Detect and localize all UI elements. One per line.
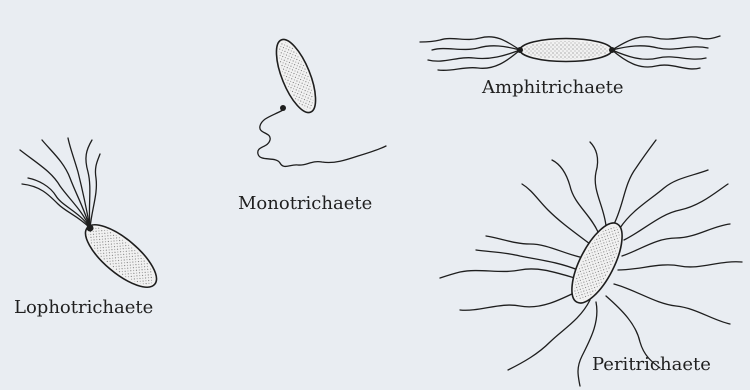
lophotrichaete-bacterium bbox=[20, 138, 166, 297]
label-peritrichaete: Peritrichaete bbox=[592, 354, 711, 375]
right-flagella-tuft bbox=[612, 36, 720, 69]
polar-flagella-tuft bbox=[20, 138, 100, 228]
label-monotrichaete: Monotrichaete bbox=[238, 193, 372, 214]
peritrichaete-bacterium bbox=[440, 140, 742, 386]
label-amphitrichaete: Amphitrichaete bbox=[482, 77, 623, 98]
single-flagellum bbox=[258, 110, 386, 166]
label-lophotrichaete: Lophotrichaete bbox=[14, 297, 153, 318]
left-flagella-tuft bbox=[420, 37, 520, 71]
monotrichaete-bacterium bbox=[258, 35, 386, 167]
amphitrichaete-bacterium bbox=[420, 36, 720, 70]
